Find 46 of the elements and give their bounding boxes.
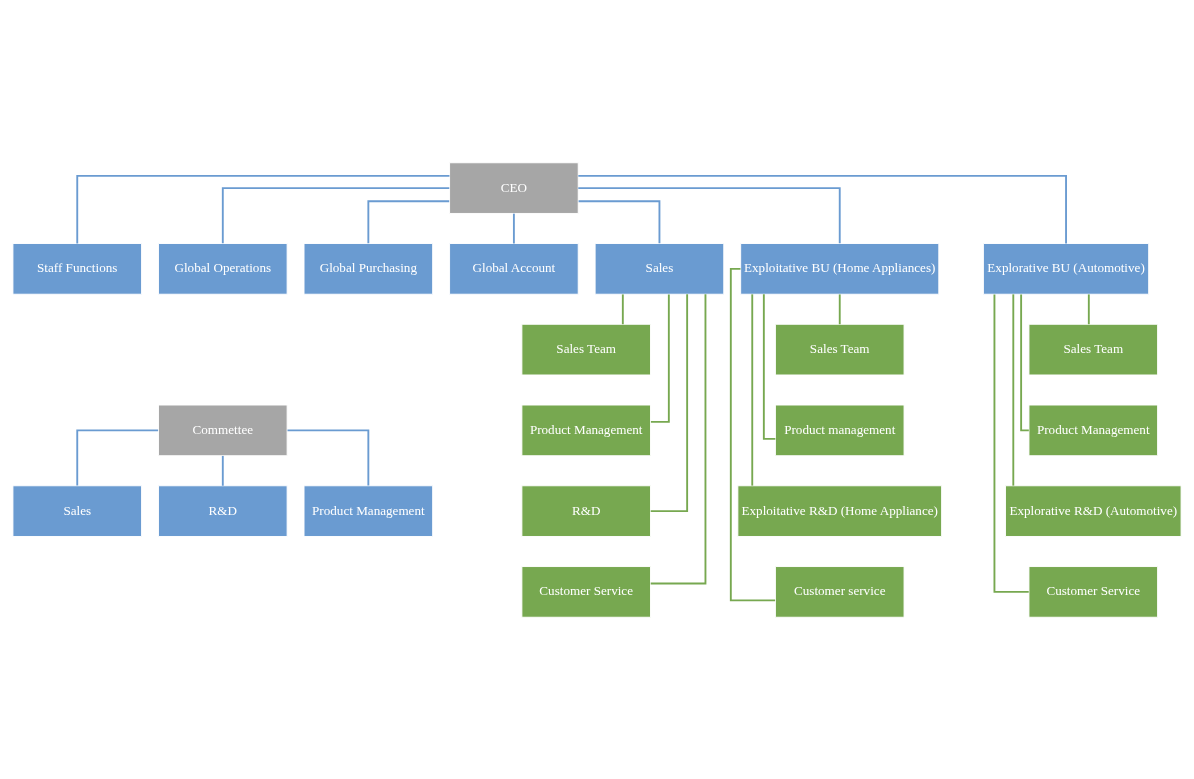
node-box: Exploitative R&D (Home Appliance) <box>737 484 943 537</box>
connector <box>512 212 515 244</box>
node-box: Sales Team <box>774 323 905 375</box>
node-box: Product Management <box>303 484 434 537</box>
node-box: Product management <box>774 404 905 456</box>
connector <box>221 454 224 487</box>
connector <box>649 293 670 423</box>
node-box: Customer service <box>774 565 905 618</box>
connector <box>1087 293 1090 325</box>
connector <box>367 199 451 244</box>
connector <box>621 293 624 325</box>
node-box: Explorative BU (Automotive) <box>982 242 1150 295</box>
node-box: Staff Functions <box>12 242 143 295</box>
connector <box>76 428 160 486</box>
node-box: Product Management <box>521 404 651 456</box>
connector <box>838 293 841 325</box>
connector <box>577 199 661 244</box>
node-box: Sales Team <box>521 323 651 375</box>
node-box: Explorative R&D (Automotive) <box>1005 484 1182 537</box>
node-box: Product Management <box>1028 404 1159 456</box>
node-box: Customer Service <box>1028 565 1159 618</box>
node-box: Customer Service <box>521 565 651 618</box>
node-box: Global Account <box>449 242 579 295</box>
node-box: Sales Team <box>1028 323 1159 375</box>
connector <box>76 174 451 244</box>
node-box: Global Purchasing <box>303 242 434 295</box>
connector <box>1012 292 1015 487</box>
connector <box>577 186 841 244</box>
node-box: Global Operations <box>158 242 288 295</box>
connector <box>993 293 1030 593</box>
connector <box>762 292 777 440</box>
connector <box>286 428 370 486</box>
node-box: Sales <box>12 484 143 537</box>
connector <box>729 267 777 601</box>
node-box: CEO <box>449 161 579 214</box>
node-box: R&D <box>158 484 288 537</box>
node-box: Sales <box>594 242 725 295</box>
connector <box>751 292 754 487</box>
node-box: Commettee <box>158 404 288 456</box>
connector <box>649 292 707 584</box>
connector <box>649 292 689 512</box>
connector <box>221 186 451 244</box>
node-box: Exploitative BU (Home Appliances) <box>740 242 940 295</box>
node-box: R&D <box>521 484 651 537</box>
connector <box>1020 293 1030 431</box>
connector <box>577 174 1067 244</box>
